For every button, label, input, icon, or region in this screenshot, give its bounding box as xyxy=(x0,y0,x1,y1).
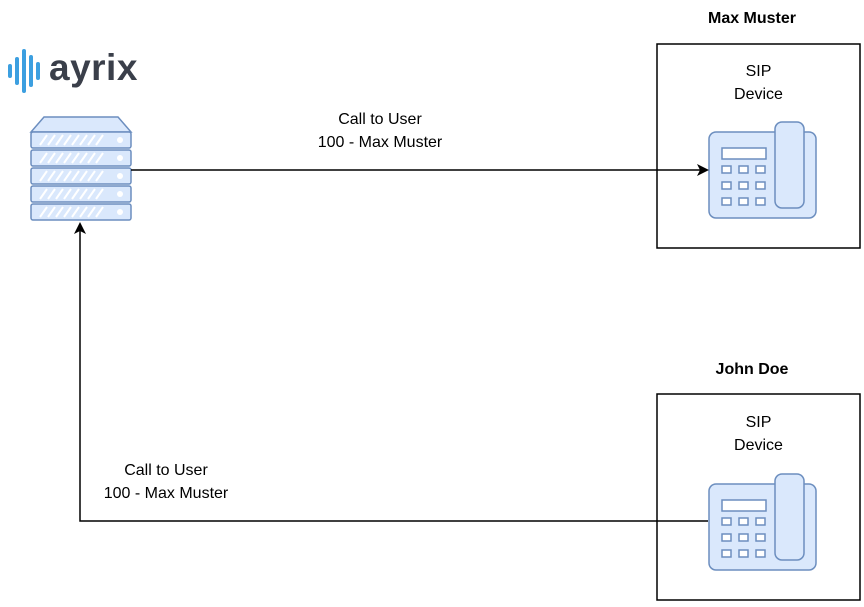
call-label-top-line1: Call to User xyxy=(338,111,422,128)
server-rack-icon xyxy=(29,116,133,221)
call-label-top: Call to User 100 - Max Muster xyxy=(290,108,470,154)
server-led-icons xyxy=(117,137,123,215)
device-owner-john-doe: John Doe xyxy=(715,361,789,378)
device-caption-line2: Device xyxy=(734,437,783,454)
call-arrow-john-doe-to-server xyxy=(74,222,708,522)
device-caption-john-doe: SIP Device xyxy=(657,411,860,457)
ayrix-logo-text: ayrix xyxy=(49,47,138,88)
device-box-max-muster xyxy=(656,43,861,249)
ayrix-logo-icon xyxy=(8,49,40,93)
server-rack-stripes xyxy=(39,134,104,218)
device-caption-line1: SIP xyxy=(745,63,772,80)
call-label-bottom-line2: 100 - Max Muster xyxy=(103,485,229,502)
device-owner-max-muster: Max Muster xyxy=(707,10,797,27)
device-caption-line1: SIP xyxy=(745,414,772,431)
desk-phone-icon xyxy=(708,121,817,219)
desk-phone-icon xyxy=(708,473,817,571)
call-label-bottom-line1: Call to User xyxy=(124,462,208,479)
device-box-john-doe xyxy=(656,393,861,601)
device-caption-line2: Device xyxy=(734,86,783,103)
device-caption-max-muster: SIP Device xyxy=(657,60,860,106)
call-label-bottom: Call to User 100 - Max Muster xyxy=(76,459,256,505)
call-label-top-line2: 100 - Max Muster xyxy=(317,134,443,151)
